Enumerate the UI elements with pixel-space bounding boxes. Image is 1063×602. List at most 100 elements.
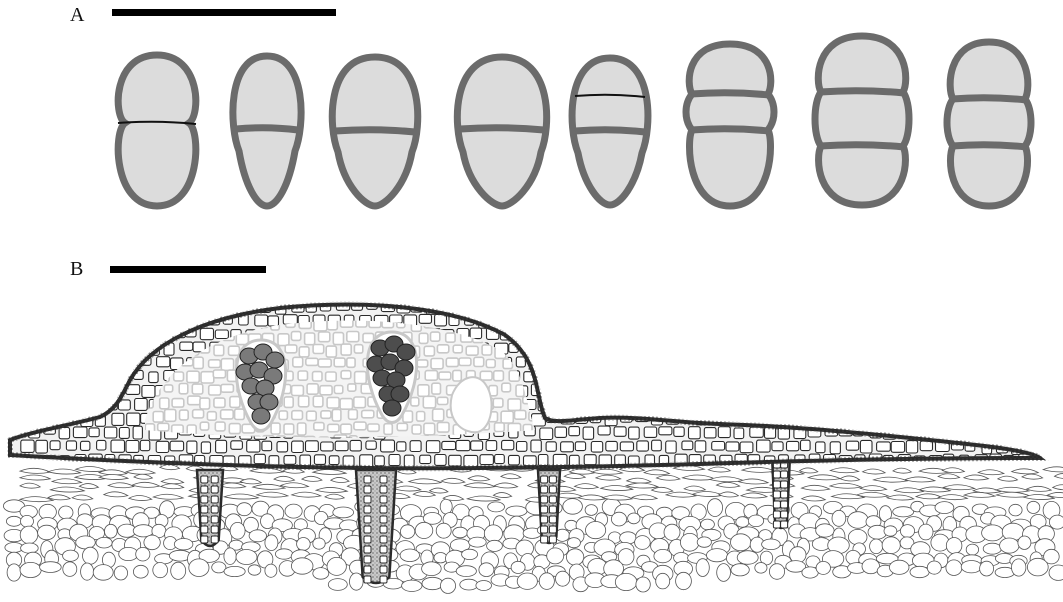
thallus-cell bbox=[621, 330, 634, 340]
thallus-cell bbox=[779, 315, 792, 326]
medulla-cell bbox=[144, 320, 156, 331]
fiber-cell bbox=[51, 487, 85, 492]
thallus-cell bbox=[180, 342, 193, 350]
thallus-cell bbox=[802, 302, 815, 311]
medulla-cell bbox=[347, 332, 359, 342]
medulla-cell bbox=[480, 371, 492, 380]
substrate-cell bbox=[40, 562, 62, 573]
thallus-cell bbox=[718, 343, 731, 353]
thallus-cell bbox=[719, 315, 729, 325]
thallus-cell bbox=[607, 356, 618, 367]
substrate-cell bbox=[153, 563, 168, 578]
thallus-cell bbox=[292, 441, 304, 452]
thallus-cell bbox=[740, 385, 750, 396]
thallus-cell bbox=[35, 356, 45, 365]
fiber-cell bbox=[802, 496, 826, 501]
thallus-cell bbox=[960, 315, 971, 325]
medulla-cell bbox=[340, 399, 352, 410]
thallus-cell bbox=[689, 398, 700, 408]
substrate-cell bbox=[919, 524, 933, 540]
substrate-cell bbox=[517, 573, 537, 589]
medulla-cell bbox=[279, 411, 287, 420]
substrate-cell bbox=[174, 539, 193, 550]
medulla-cell bbox=[278, 334, 289, 346]
rhizine-cell bbox=[380, 486, 387, 493]
thallus-cell bbox=[644, 399, 655, 410]
substrate-cell bbox=[76, 536, 96, 549]
thallus-cell bbox=[66, 441, 76, 450]
rhizine-cell bbox=[380, 566, 387, 573]
thallus-cell bbox=[110, 300, 122, 310]
thallus-cell bbox=[577, 330, 591, 341]
spore bbox=[947, 42, 1031, 206]
medulla-cell bbox=[334, 358, 345, 367]
thallus-cell bbox=[605, 385, 616, 397]
fiber-cell bbox=[413, 491, 435, 496]
rhizine-cell bbox=[364, 576, 371, 583]
rhizine-cell bbox=[773, 501, 780, 508]
thallus-cell bbox=[1019, 398, 1030, 407]
thallus-cell bbox=[156, 328, 165, 340]
medulla-cell bbox=[474, 357, 484, 366]
thallus-cell bbox=[606, 301, 617, 314]
medulla-cell bbox=[298, 371, 307, 380]
thallus-cell bbox=[960, 427, 972, 436]
thallus-cell bbox=[718, 427, 730, 438]
thallus-cell bbox=[629, 316, 639, 326]
substrate-cell bbox=[620, 532, 637, 544]
thallus-cell bbox=[487, 301, 501, 312]
thallus-cell bbox=[59, 315, 71, 325]
fiber-cell bbox=[153, 494, 183, 499]
thallus-cell bbox=[97, 440, 106, 450]
thallus-cell bbox=[156, 470, 169, 479]
thallus-cell bbox=[90, 399, 99, 412]
thallus-cell bbox=[81, 384, 91, 394]
medulla-cell bbox=[446, 358, 458, 367]
thallus-cell bbox=[366, 441, 376, 449]
medulla-cell bbox=[292, 386, 304, 396]
medulla-cell bbox=[494, 371, 504, 381]
rhizine-cell bbox=[541, 496, 548, 503]
substrate-cell bbox=[927, 561, 941, 574]
thallus-cell bbox=[810, 314, 823, 324]
substrate-cell bbox=[350, 573, 364, 590]
rhizine-cell bbox=[773, 511, 780, 518]
thallus-cell bbox=[381, 440, 395, 452]
thallus-cell bbox=[73, 399, 86, 411]
fiber-cell bbox=[800, 468, 818, 473]
substrate-cell bbox=[436, 523, 451, 538]
thallus-cell bbox=[1004, 343, 1016, 355]
thallus-cell bbox=[711, 329, 721, 339]
medulla-cell bbox=[437, 397, 447, 404]
thallus-cell bbox=[569, 399, 582, 409]
thallus-cell bbox=[720, 371, 731, 380]
medulla-cell bbox=[466, 346, 478, 355]
thallus-cell bbox=[419, 314, 431, 323]
substrate-cell bbox=[422, 577, 443, 589]
thallus-cell bbox=[186, 302, 195, 313]
spore-septum bbox=[236, 128, 298, 130]
substrate-cell bbox=[297, 538, 311, 551]
ascospore bbox=[383, 400, 401, 416]
fiber-cell bbox=[666, 492, 696, 497]
substrate-cell bbox=[736, 517, 749, 528]
thallus-cell bbox=[74, 371, 87, 379]
fiber-cell bbox=[494, 483, 517, 488]
thallus-cell bbox=[583, 427, 594, 439]
rhizine-cell bbox=[541, 486, 548, 493]
thallus-cell bbox=[629, 342, 639, 354]
fiber-cell bbox=[874, 477, 908, 482]
thallus-cell bbox=[67, 357, 79, 365]
thallus-cell bbox=[540, 314, 553, 326]
rhizine-cell bbox=[380, 476, 387, 483]
thallus-cell bbox=[868, 371, 879, 380]
thallus-cell bbox=[1026, 413, 1040, 423]
rhizine-cell bbox=[201, 476, 208, 483]
medulla-cell bbox=[307, 411, 317, 420]
substrate-cell bbox=[563, 499, 583, 515]
fiber-cell bbox=[224, 494, 258, 499]
thallus-cell bbox=[861, 412, 874, 421]
thallus-cell bbox=[682, 441, 693, 450]
rhizine-cell bbox=[781, 521, 788, 528]
thallus-cell bbox=[937, 412, 950, 424]
